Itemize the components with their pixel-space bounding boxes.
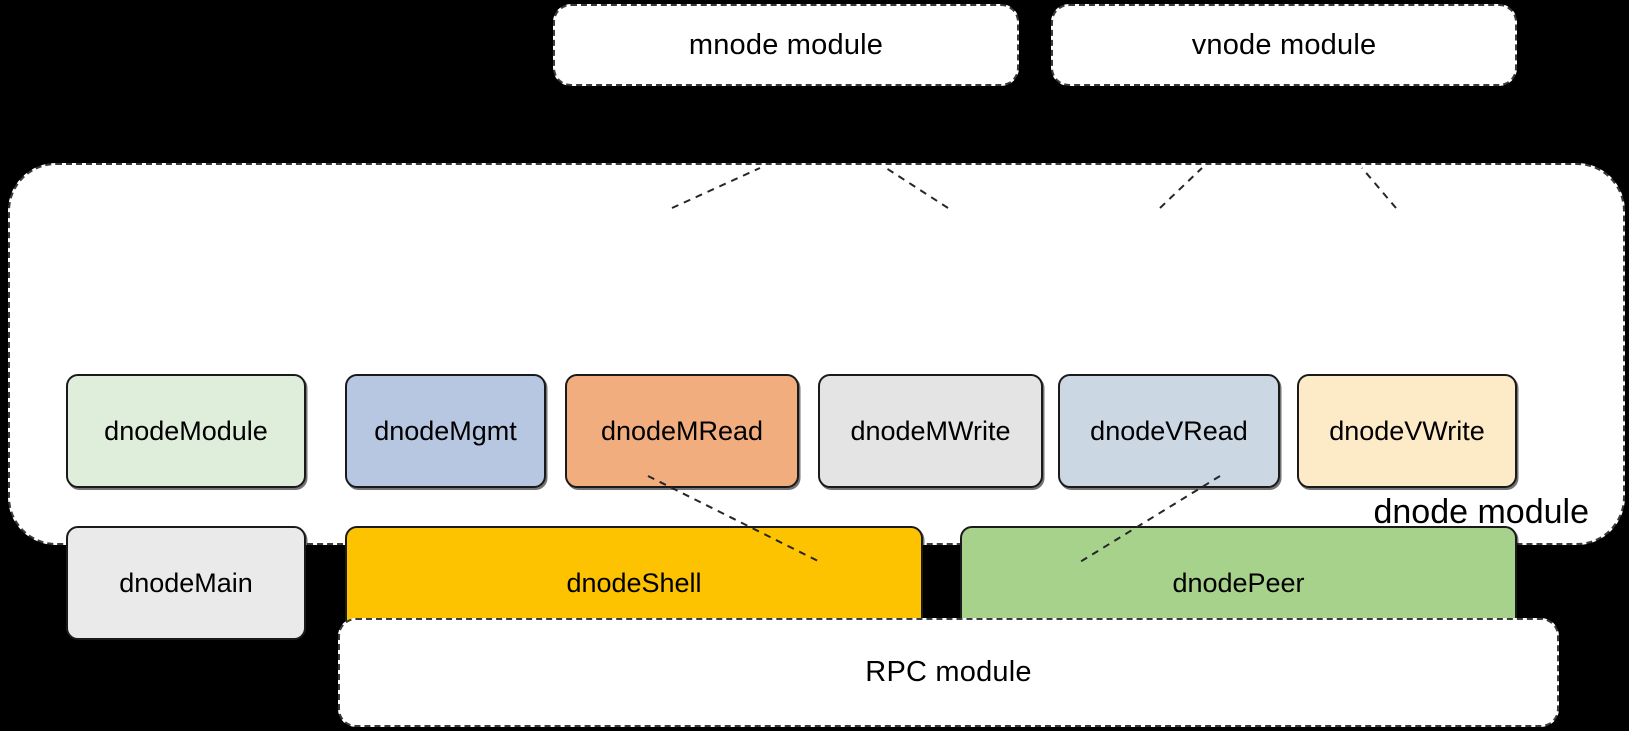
node-label-dnodevwrite: dnodeVWrite xyxy=(1329,415,1485,446)
node-label-dnodeshell: dnodeShell xyxy=(566,567,702,598)
node-label-dnodevread: dnodeVRead xyxy=(1090,415,1248,446)
mnode-module-box[interactable]: mnode module xyxy=(553,4,1019,86)
rpc-module-label: RPC module xyxy=(865,656,1032,688)
node-label-dnodemain: dnodeMain xyxy=(119,567,253,598)
mnode-module-label: mnode module xyxy=(688,28,884,61)
vnode-module-label: vnode module xyxy=(1191,28,1377,61)
vnode-module-box[interactable]: vnode module xyxy=(1051,4,1517,86)
node-label-dnodepeer: dnodePeer xyxy=(1172,567,1305,598)
node-label-dnodemwrite: dnodeMWrite xyxy=(850,415,1011,446)
node-box-dnodemread[interactable]: dnodeMRead xyxy=(565,374,799,488)
node-box-dnodemodule[interactable]: dnodeModule xyxy=(66,374,306,488)
node-box-dnodevwrite[interactable]: dnodeVWrite xyxy=(1297,374,1517,488)
dnode-module-label: dnode module xyxy=(1373,493,1589,531)
dnode-module-container[interactable]: dnodeModule dnodeMgmt dnodeMRead dnodeMW… xyxy=(8,163,1625,640)
node-box-dnodemwrite[interactable]: dnodeMWrite xyxy=(818,374,1043,488)
node-label-dnodemodule: dnodeModule xyxy=(104,415,268,446)
node-box-dnodemain[interactable]: dnodeMain xyxy=(66,526,306,640)
node-label-dnodemread: dnodeMRead xyxy=(600,415,764,446)
node-label-dnodemgmt: dnodeMgmt xyxy=(374,415,517,446)
node-box-dnodevread[interactable]: dnodeVRead xyxy=(1058,374,1280,488)
rpc-module-box[interactable]: RPC module xyxy=(338,618,1559,727)
node-box-dnodemgmt[interactable]: dnodeMgmt xyxy=(345,374,546,488)
